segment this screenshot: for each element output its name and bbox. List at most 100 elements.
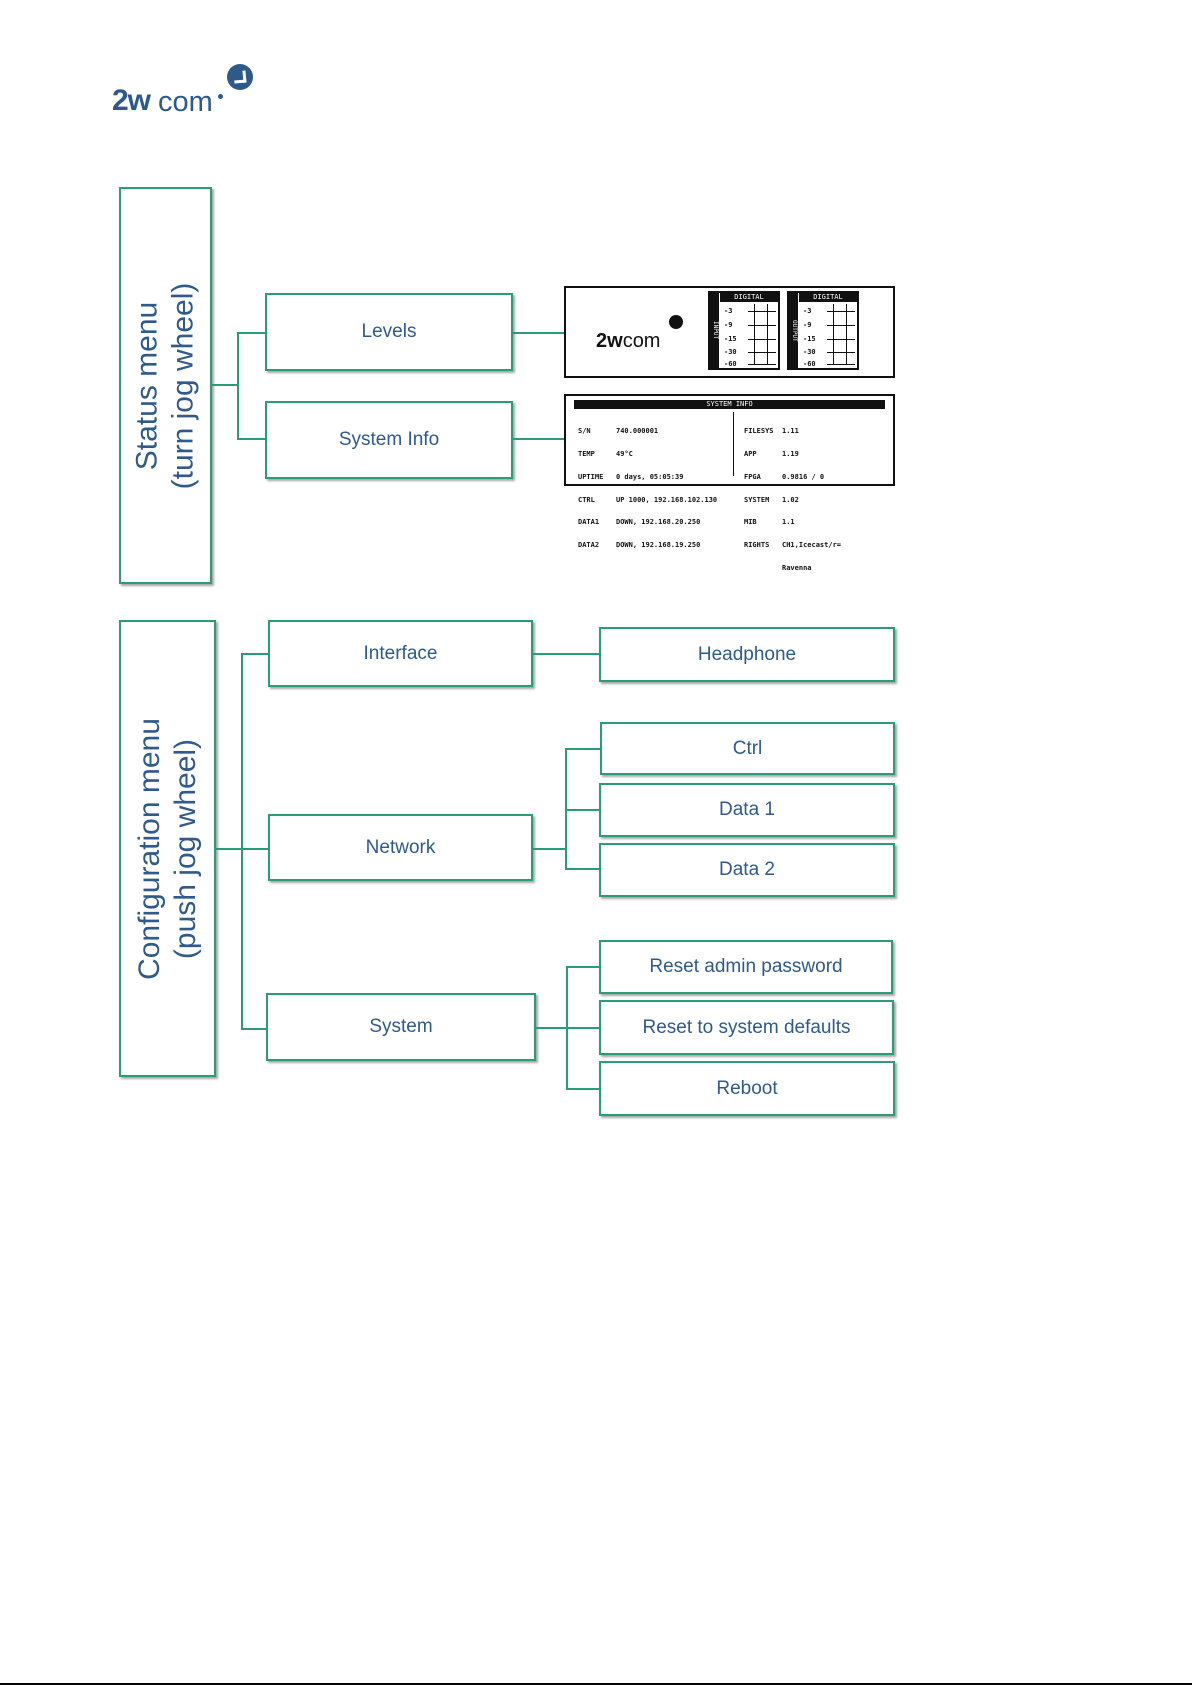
meter-grid (748, 352, 776, 353)
meter-side-label: INPUT (710, 293, 719, 368)
meter-grid (827, 311, 855, 312)
data-1-box: Data 1 (599, 783, 895, 837)
connector (241, 653, 268, 655)
connector (536, 1027, 567, 1029)
connector (565, 809, 600, 811)
meter-tick: -60 (803, 360, 816, 368)
output-meter: DIGITAL OUTPUT -3 -9 -15 -30 -60 (787, 291, 859, 370)
status-menu-title: Status menu (turn jog wheel) (130, 282, 202, 489)
input-meter: DIGITAL INPUT -3 -9 -15 -30 -60 (708, 291, 780, 370)
system-info-box: System Info (265, 401, 513, 479)
connector (565, 868, 600, 870)
connector (237, 332, 239, 439)
connector (241, 1028, 267, 1030)
interface-box: Interface (268, 620, 533, 687)
logo-dot (218, 94, 223, 99)
meter-bar (754, 304, 755, 365)
connector (237, 438, 265, 440)
connector (566, 1088, 599, 1090)
meter-grid (827, 364, 855, 365)
lcd-logo-right: com (622, 330, 661, 352)
meter-side-label: OUTPUT (789, 293, 798, 368)
meter-grid (827, 352, 855, 353)
sysinfo-divider (733, 412, 734, 476)
connector (566, 1027, 599, 1029)
meter-grid (748, 364, 776, 365)
status-menu-title-line1: Status menu (130, 301, 164, 470)
meter-tick: -60 (724, 360, 737, 368)
sysinfo-title: SYSTEM INFO (574, 400, 885, 409)
meter-tick: -15 (803, 335, 816, 343)
brand-logo: 2w com (112, 60, 272, 120)
status-menu-box: Status menu (turn jog wheel) (119, 187, 212, 584)
connector (212, 384, 238, 386)
connector (216, 848, 242, 850)
meter-grid (748, 339, 776, 340)
headphone-label: Headphone (697, 643, 797, 665)
configuration-menu-title-line1: Configuration menu (132, 717, 166, 980)
configuration-menu-box: Configuration menu (push jog wheel) (119, 620, 216, 1077)
connector (237, 332, 265, 334)
configuration-menu-title-line2: (push jog wheel) (168, 738, 202, 959)
interface-label: Interface (363, 642, 438, 664)
meter-tick: -30 (803, 348, 816, 356)
network-label: Network (365, 836, 436, 858)
status-menu-title-line2: (turn jog wheel) (166, 282, 200, 489)
connector (513, 332, 565, 334)
ctrl-label: Ctrl (732, 737, 763, 759)
ctrl-box: Ctrl (600, 722, 895, 775)
meter-bar (846, 304, 847, 365)
headphone-box: Headphone (599, 627, 895, 682)
data-2-label: Data 2 (719, 859, 775, 880)
reboot-label: Reboot (716, 1077, 778, 1099)
meter-tick: -9 (803, 321, 812, 329)
page-bottom-rule (0, 1683, 1192, 1685)
connector (241, 848, 268, 850)
configuration-menu-title: Configuration menu (push jog wheel) (132, 718, 204, 980)
meter-grid (748, 311, 776, 312)
lcd-logo-left: 2w (596, 330, 623, 352)
system-info-label: System Info (338, 429, 440, 450)
reset-system-defaults-box: Reset to system defaults (599, 1000, 894, 1055)
system-box: System (266, 993, 536, 1061)
levels-box: Levels (265, 293, 513, 371)
levels-screen-image: 2wcom DIGITAL INPUT -3 -9 -15 -30 -60 DI… (564, 286, 895, 378)
data-2-box: Data 2 (599, 843, 895, 897)
reset-system-defaults-label: Reset to system defaults (642, 1016, 851, 1038)
meter-header: DIGITAL (799, 293, 857, 302)
connector (566, 966, 599, 968)
connector (241, 653, 243, 1029)
sysinfo-row: Ravenna (782, 563, 812, 572)
logo-text-2w: 2w (112, 84, 151, 117)
connector (565, 748, 600, 750)
meter-bar (833, 304, 834, 365)
connector (513, 438, 565, 440)
reboot-box: Reboot (599, 1061, 895, 1116)
meter-bar (767, 304, 768, 365)
network-box: Network (268, 814, 533, 881)
lcd-logo: 2wcom (596, 330, 660, 353)
system-label: System (369, 1016, 433, 1037)
meter-tick: -3 (803, 307, 812, 315)
reset-admin-password-box: Reset admin password (599, 940, 893, 994)
meter-tick: -15 (724, 335, 737, 343)
meter-header: DIGITAL (720, 293, 778, 302)
levels-label: Levels (361, 321, 417, 342)
meter-grid (748, 325, 776, 326)
meter-grid (827, 339, 855, 340)
connector (565, 748, 567, 869)
